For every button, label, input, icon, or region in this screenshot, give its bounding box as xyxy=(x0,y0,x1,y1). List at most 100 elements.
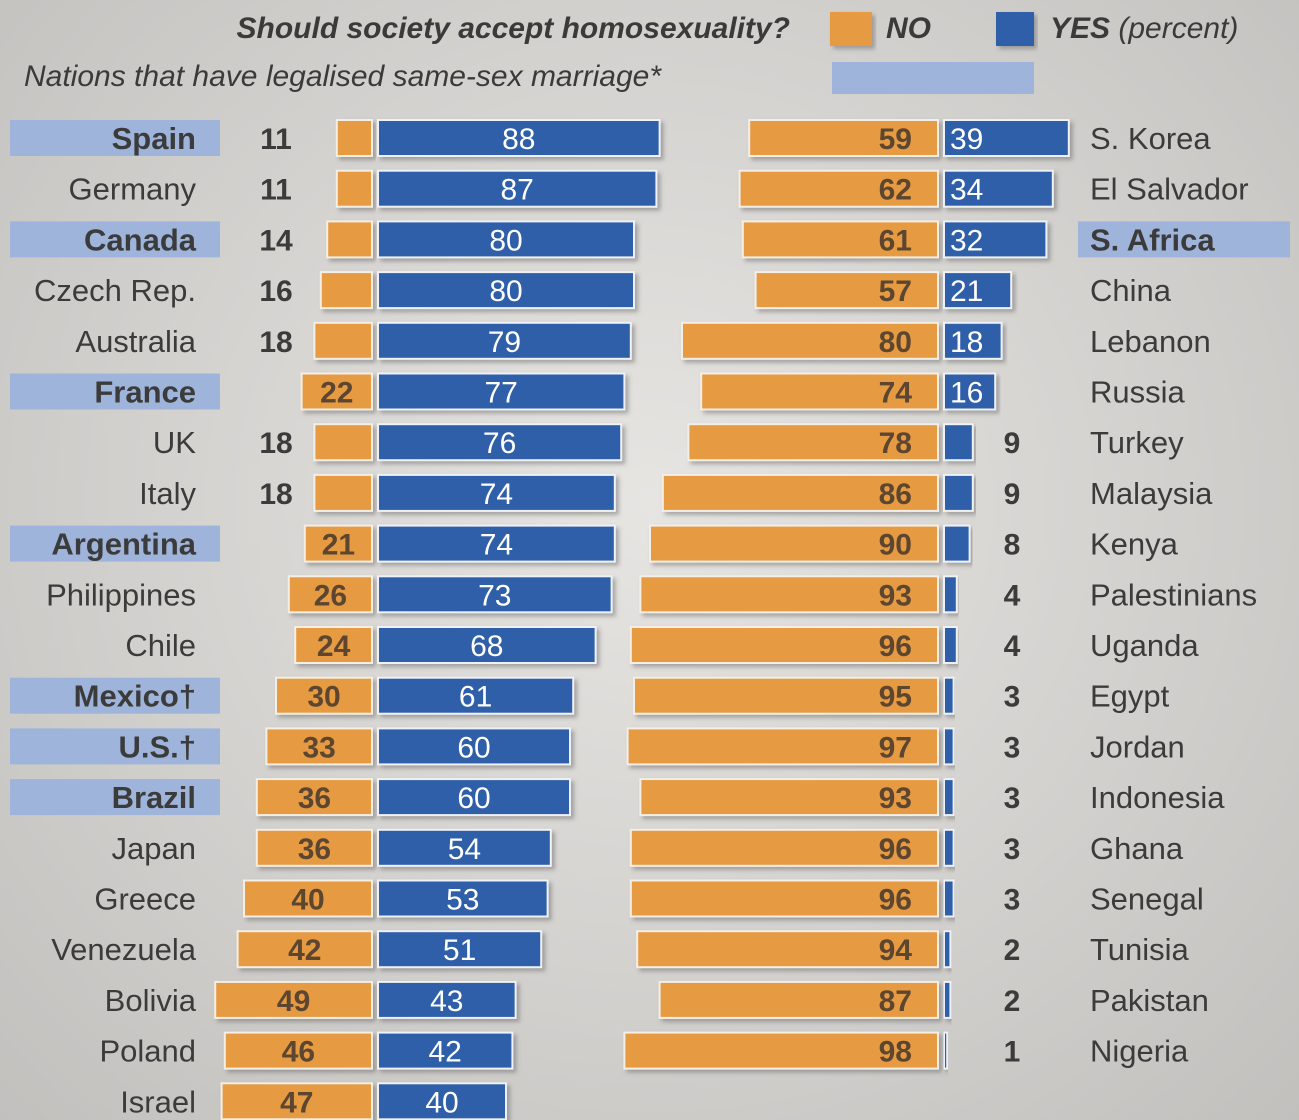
bar-no xyxy=(741,220,939,259)
legend-yes-label: YES (percent) xyxy=(1050,12,1238,45)
data-label-yes: 80 xyxy=(489,224,522,257)
country-label: Pakistan xyxy=(1090,983,1209,1018)
legalised-highlight xyxy=(10,525,220,562)
country-label: Egypt xyxy=(1090,679,1170,714)
legend-no-swatch xyxy=(830,12,872,46)
bar-yes xyxy=(943,879,955,918)
data-label-yes: 18 xyxy=(950,326,983,359)
country-label: Kenya xyxy=(1090,527,1179,562)
country-label: Senegal xyxy=(1090,882,1204,917)
data-label-no: 61 xyxy=(879,224,912,257)
country-label: Mexico† xyxy=(74,679,196,714)
data-label-yes: 43 xyxy=(430,985,463,1018)
bar-no xyxy=(658,980,939,1019)
data-label-yes: 68 xyxy=(470,630,503,663)
country-label: France xyxy=(94,375,196,410)
data-label-no: 97 xyxy=(879,731,912,764)
bar-yes xyxy=(377,980,517,1019)
bar-yes xyxy=(377,473,616,512)
country-label: Malaysia xyxy=(1090,476,1213,511)
country-label: El Salvador xyxy=(1090,172,1249,207)
bar-yes xyxy=(943,676,955,715)
bar-yes xyxy=(377,119,661,157)
bar-yes xyxy=(377,626,597,664)
data-label-yes: 42 xyxy=(429,1036,462,1069)
data-label-no: 18 xyxy=(259,478,292,511)
data-label-yes: 2 xyxy=(1004,985,1021,1018)
data-label-yes: 2 xyxy=(1004,934,1021,967)
bar-yes xyxy=(377,778,571,817)
country-label: Indonesia xyxy=(1090,780,1225,815)
bar-no xyxy=(275,676,373,715)
data-label-no: 14 xyxy=(259,224,293,257)
bar-no xyxy=(313,321,373,360)
data-label-yes: 60 xyxy=(457,782,490,815)
bar-yes xyxy=(377,271,635,310)
data-label-no: 11 xyxy=(260,174,292,207)
data-label-yes: 3 xyxy=(1004,782,1021,815)
data-label-no: 30 xyxy=(307,681,340,714)
data-label-no: 59 xyxy=(879,123,912,156)
data-label-no: 36 xyxy=(298,782,331,815)
data-label-yes: 87 xyxy=(501,174,534,207)
bar-no xyxy=(335,119,373,157)
bar-yes xyxy=(943,727,955,766)
country-label: Lebanon xyxy=(1090,324,1211,359)
country-label: U.S.† xyxy=(118,729,196,764)
bar-yes xyxy=(377,524,616,563)
bar-no xyxy=(313,473,373,512)
data-label-yes: 40 xyxy=(425,1086,458,1119)
data-label-yes: 4 xyxy=(1004,630,1021,663)
data-label-no: 78 xyxy=(879,427,912,460)
country-label: China xyxy=(1090,273,1172,308)
bar-no xyxy=(687,423,940,462)
legalised-highlight xyxy=(10,120,220,156)
bar-yes xyxy=(377,1082,507,1120)
data-label-yes: 32 xyxy=(950,224,983,257)
data-label-no: 49 xyxy=(277,985,310,1018)
data-label-no: 96 xyxy=(879,884,912,917)
legend-no-label: NO xyxy=(886,12,931,45)
country-label: Bolivia xyxy=(105,983,197,1018)
data-label-no: 18 xyxy=(259,326,292,359)
data-label-yes: 61 xyxy=(459,681,492,714)
country-label: Australia xyxy=(75,324,196,359)
bar-no xyxy=(748,119,940,157)
country-label: Russia xyxy=(1090,375,1186,410)
bar-yes xyxy=(943,980,952,1019)
bar-no xyxy=(243,879,373,918)
bar-no xyxy=(265,727,373,766)
data-label-no: 21 xyxy=(322,529,355,562)
legalised-highlight xyxy=(10,677,220,714)
legalised-highlight xyxy=(1078,221,1290,258)
data-label-no: 74 xyxy=(879,377,913,410)
bar-no xyxy=(223,1031,373,1070)
country-label: Israel xyxy=(120,1084,196,1119)
data-label-no: 26 xyxy=(314,579,347,612)
country-label: Turkey xyxy=(1090,425,1184,460)
legalised-key-swatch xyxy=(832,62,1034,94)
bar-no xyxy=(633,676,939,715)
bar-yes xyxy=(943,119,1070,157)
data-label-yes: 53 xyxy=(446,884,479,917)
legalised-highlight xyxy=(10,373,220,410)
country-label: Canada xyxy=(84,222,197,257)
chart-subtitle: Nations that have legalised same-sex mar… xyxy=(24,60,662,93)
bar-yes xyxy=(377,727,571,766)
bar-yes xyxy=(943,220,1048,259)
data-label-yes: 51 xyxy=(443,934,476,967)
country-label: Philippines xyxy=(46,577,196,612)
bar-yes xyxy=(377,169,658,208)
country-label: Czech Rep. xyxy=(34,273,196,308)
bar-no xyxy=(287,575,373,614)
data-label-no: 62 xyxy=(879,174,912,207)
data-label-yes: 9 xyxy=(1004,478,1021,511)
country-label: Japan xyxy=(112,831,196,866)
legend-unit: (percent) xyxy=(1118,12,1238,45)
data-label-yes: 3 xyxy=(1004,731,1021,764)
country-label: Italy xyxy=(139,476,196,511)
country-label: Chile xyxy=(125,628,196,663)
data-label-no: 33 xyxy=(303,731,336,764)
bar-yes xyxy=(377,220,635,259)
bar-no xyxy=(255,828,373,867)
